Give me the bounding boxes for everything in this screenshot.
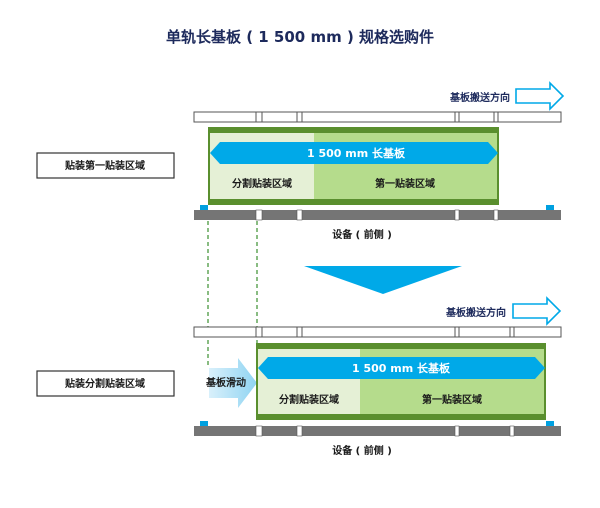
- upper-rail: [193, 326, 562, 338]
- board-label: 1 500 mm 长基板: [307, 146, 406, 160]
- direction-arrow-icon: [512, 296, 562, 326]
- side-label: 贴装分割贴装区域: [64, 377, 145, 390]
- zone-split-label: 分割贴装区域: [232, 177, 292, 190]
- rail-marker: [546, 205, 554, 210]
- rail-marker: [200, 205, 208, 210]
- equipment-label: 设备 ( 前侧 ): [332, 228, 392, 241]
- long-board: 1 500 mm 长基板 分割贴装区域 第一贴装区域: [208, 127, 499, 205]
- board-label: 1 500 mm 长基板: [352, 361, 451, 375]
- transition-arrow-icon: [304, 266, 462, 294]
- side-label: 贴装第一贴装区域: [64, 159, 145, 172]
- lower-rail: [194, 421, 561, 437]
- rail-marker: [200, 421, 208, 426]
- panel-top: 基板搬送方向 1 500 mm 长基板 分割贴装区域 第一贴装区域 贴装第一贴: [36, 81, 565, 241]
- upper-rail: [193, 111, 562, 123]
- side-label-box: [36, 152, 175, 179]
- direction-label: 基板搬送方向: [449, 91, 510, 104]
- board-arrow: [258, 357, 545, 379]
- direction-label: 基板搬送方向: [445, 306, 506, 319]
- side-label-box: [36, 370, 175, 397]
- lower-rail: [194, 205, 561, 221]
- direction-arrow-icon: [515, 81, 565, 111]
- slide-arrow-icon: [209, 358, 257, 408]
- long-board: 1 500 mm 长基板 分割贴装区域 第一贴装区域: [256, 343, 546, 420]
- equipment-label: 设备 ( 前侧 ): [332, 444, 392, 457]
- zone-first-label: 第一贴装区域: [422, 393, 482, 406]
- rail-marker: [546, 421, 554, 426]
- page-title: 单轨长基板 ( 1 500 mm ) 规格选购件: [165, 28, 435, 46]
- slide-label: 基板滑动: [205, 376, 246, 389]
- board-arrow: [210, 142, 498, 164]
- zone-split-label: 分割贴装区域: [279, 393, 339, 406]
- panel-bottom: 基板搬送方向 基板滑动 1 500 mm 长基板 分割贴装区域 第一贴装区域: [36, 296, 562, 457]
- zone-first-label: 第一贴装区域: [375, 177, 435, 190]
